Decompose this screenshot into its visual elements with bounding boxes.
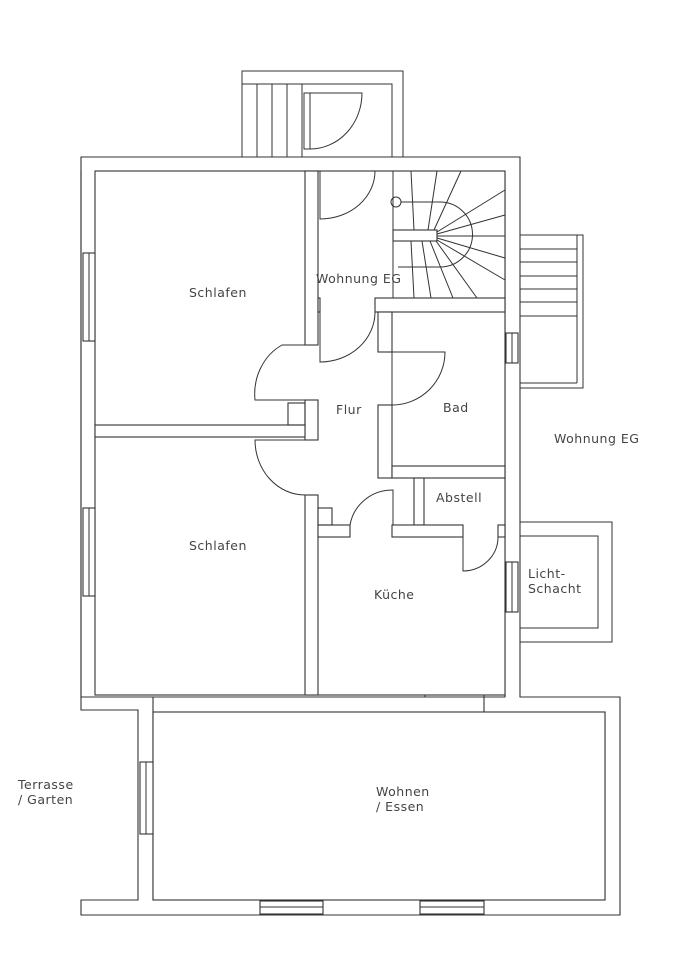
room-label-schlafen: Schlafen	[189, 538, 247, 553]
label-terrasse: Terrasse	[18, 777, 74, 792]
windows	[82, 252, 519, 915]
doors	[254, 170, 499, 572]
label-wohnung-eg-outside: Wohnung EG	[554, 431, 640, 446]
label-garten: / Garten	[18, 792, 74, 807]
room-label-schacht: Schacht	[528, 581, 582, 596]
side-steps	[518, 234, 584, 389]
interior-walls	[94, 170, 506, 696]
room-label-flur: Flur	[336, 402, 362, 417]
staircase	[390, 170, 506, 299]
room-label-schlafen: Schlafen	[189, 285, 247, 300]
room-label-wohnen: Wohnen	[376, 784, 430, 799]
room-label-bad: Bad	[443, 400, 469, 415]
room-label-kueche: Küche	[374, 587, 415, 602]
room-label-licht: Licht-	[528, 566, 566, 581]
room-label-abstell: Abstell	[436, 490, 483, 505]
room-label-essen: / Essen	[376, 799, 425, 814]
entrance-porch	[241, 70, 404, 158]
room-label-wohnung-eg-stair: Wohnung EG	[316, 271, 402, 286]
